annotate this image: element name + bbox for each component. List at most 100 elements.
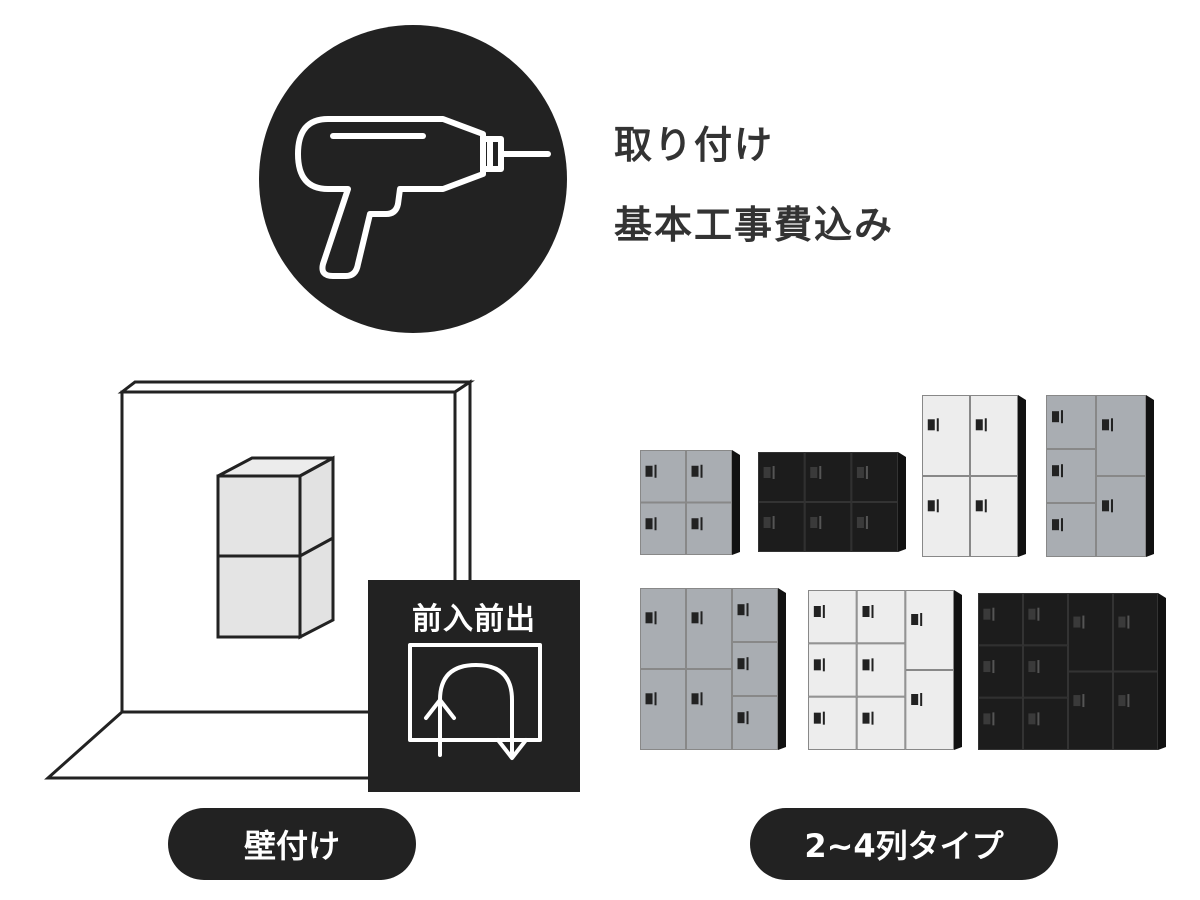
locker-door	[686, 502, 732, 555]
locker-door	[640, 669, 686, 750]
locker-lock	[763, 517, 771, 528]
locker-handle	[992, 607, 995, 621]
locker-door	[640, 588, 686, 669]
locker-handle	[1082, 615, 1085, 629]
locker-door	[1046, 449, 1096, 503]
locker	[640, 450, 740, 555]
locker-handle	[920, 613, 923, 626]
locker-door	[640, 502, 686, 555]
locker-handle	[1037, 660, 1040, 674]
locker-lock	[691, 465, 699, 477]
locker-lock	[813, 712, 821, 724]
drill-icon	[259, 25, 567, 333]
locker-door	[758, 502, 805, 552]
locker-handle	[871, 658, 874, 672]
locker-lock	[645, 518, 653, 530]
locker-door	[1096, 395, 1146, 476]
locker-door	[856, 643, 906, 697]
locker-handle	[772, 466, 775, 479]
locker-lock	[1052, 519, 1059, 531]
locker-door	[1023, 593, 1068, 646]
locker-lock	[737, 604, 745, 616]
locker-lock	[1073, 695, 1081, 707]
locker	[922, 395, 1026, 557]
locker-handle	[746, 603, 749, 617]
locker-door	[970, 395, 1018, 476]
locker-lock	[1118, 695, 1126, 707]
locker-lock	[1118, 616, 1126, 628]
wall-mount-label: 壁付け	[168, 808, 416, 880]
locker-door	[804, 452, 852, 502]
locker-lock	[975, 419, 983, 431]
locker-handle	[936, 418, 939, 432]
locker-handle	[1127, 694, 1130, 708]
locker-lock	[737, 712, 745, 724]
locker-lock	[1073, 616, 1081, 628]
locker-handle	[700, 692, 703, 706]
locker-door	[978, 645, 1023, 698]
locker-door	[1113, 671, 1158, 750]
locker-handle	[700, 611, 703, 625]
locker-side	[1018, 395, 1026, 557]
locker-door	[922, 476, 970, 557]
column-types-label: 2~4列タイプ	[750, 808, 1058, 880]
locker-lock	[911, 614, 919, 625]
locker-lock	[691, 518, 699, 530]
locker-handle	[822, 605, 825, 618]
locker	[808, 590, 962, 751]
locker-handle	[1037, 712, 1040, 726]
locker	[1046, 395, 1154, 557]
locker-lock	[691, 693, 699, 705]
locker-lock	[975, 500, 983, 512]
locker	[978, 593, 1166, 751]
locker-side	[954, 590, 962, 750]
locker-door	[686, 669, 732, 750]
locker-lock	[813, 606, 821, 617]
locker-door	[1096, 476, 1146, 557]
locker-handle	[992, 712, 995, 726]
locker-lock	[813, 659, 821, 671]
locker-door	[732, 588, 778, 642]
locker-lock	[691, 612, 699, 624]
locker-door	[1113, 593, 1158, 672]
headline-basic-construction-included: 基本工事費込み	[614, 203, 895, 247]
locker-handle	[871, 605, 874, 618]
locker-door	[808, 590, 857, 644]
locker-handle	[936, 499, 939, 513]
locker	[640, 588, 786, 750]
locker-handle	[1082, 694, 1085, 708]
locker-door	[1046, 395, 1096, 449]
locker-handle	[822, 658, 825, 672]
locker-lock	[1028, 608, 1036, 620]
locker-door	[922, 395, 970, 476]
locker-handle	[746, 657, 749, 671]
locker-lock	[810, 517, 818, 528]
locker-handle	[654, 517, 657, 531]
locker-lock	[645, 465, 653, 477]
locker-handle	[1061, 410, 1063, 424]
locker-door	[732, 642, 778, 696]
locker-handle	[772, 516, 775, 529]
locker-handle	[700, 464, 703, 478]
locker-lock	[1102, 419, 1109, 431]
locker-door	[804, 502, 852, 552]
locker-lock	[856, 467, 864, 478]
locker-side	[898, 452, 906, 552]
locker-handle	[654, 464, 657, 478]
locker-lock	[763, 467, 771, 478]
locker-door	[1068, 671, 1113, 750]
locker-lock	[927, 419, 935, 431]
locker-lock	[1028, 661, 1036, 673]
locker-handle	[1111, 499, 1113, 513]
locker-lock	[983, 713, 991, 725]
locker-door	[1023, 697, 1068, 751]
locker-lock	[645, 693, 653, 705]
locker-door	[978, 697, 1023, 751]
locker-lock	[862, 606, 870, 617]
locker-handle	[654, 611, 657, 625]
locker-handle	[920, 693, 923, 706]
locker-door	[808, 643, 857, 697]
locker-handle	[1061, 518, 1063, 532]
locker-side	[1146, 395, 1154, 557]
locker-lock	[1052, 465, 1059, 477]
